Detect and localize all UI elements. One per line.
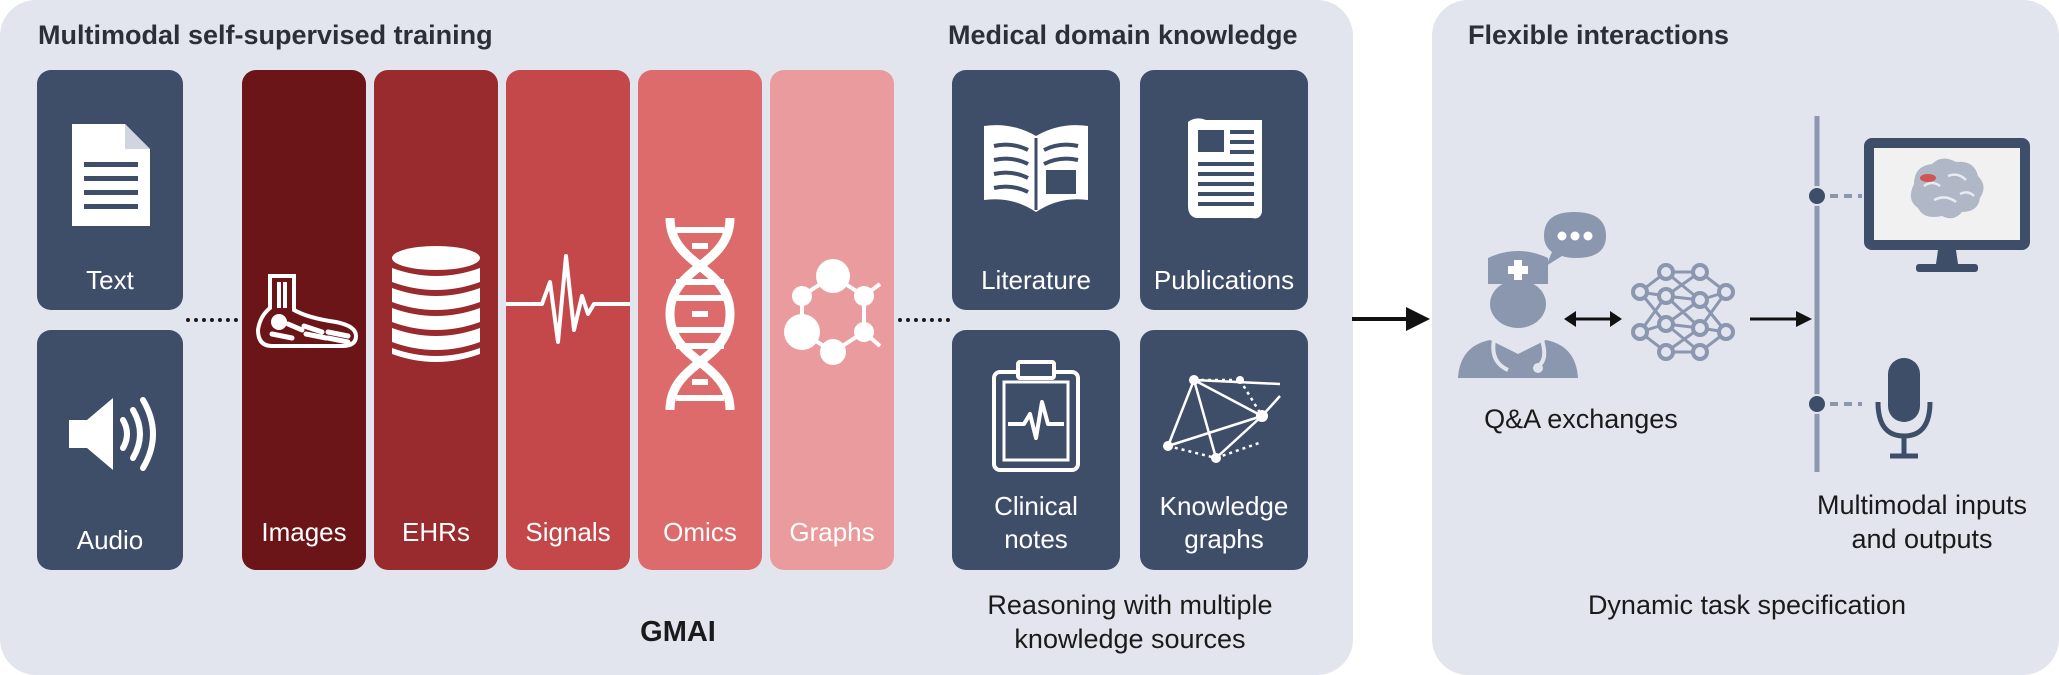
modality-label-audio: Audio [76,525,144,555]
clipboard-icon [992,360,1080,472]
knowledge-graphs-line2: graphs [1184,524,1264,554]
clinical-notes-line2: notes [1004,524,1068,554]
io-label-line1: Multimodal inputs [1816,490,2028,520]
strip-label-signals: Signals [525,517,611,547]
document-icon [72,124,150,226]
multimodal-io-label: Multimodal inputs and outputs [1802,488,2042,556]
knowledge-label-publications: Publications [1153,265,1295,295]
dotted-connector-left [186,318,238,322]
open-book-icon [984,125,1088,212]
gmai-label: GMAI [640,616,716,648]
io-label-line2: and outputs [1851,524,1993,554]
knowledge-card-clinical-notes: Clinical notes [952,330,1120,570]
newspaper-icon [1188,118,1262,219]
clinical-notes-line1: Clinical [994,491,1078,521]
speaker-icon [69,397,156,471]
strip-label-omics: Omics [663,517,737,547]
microphone-icon [1875,358,1933,459]
knowledge-graphs-line1: Knowledge [1159,491,1289,521]
knowledge-card-publications: Publications [1140,70,1308,310]
strip-ehrs: EHRs [374,70,498,570]
modality-card-audio: Audio [37,330,183,570]
knowledge-title: Medical domain knowledge [948,20,1298,50]
interactions-panel [1432,0,2059,675]
strip-label-images: Images [261,517,347,547]
output-arrow-icon [1750,311,1812,327]
knowledge-card-knowledge-graphs: Knowledge graphs [1140,330,1308,570]
knowledge-card-literature: Literature [952,70,1120,310]
modality-card-text: Text [37,70,183,310]
doctor-icon [1458,251,1578,378]
strip-label-graphs: Graphs [789,517,875,547]
knowledge-label-knowledge-graphs: Knowledge graphs [1140,490,1308,556]
dna-icon [665,217,735,411]
strip-label-ehrs: EHRs [402,517,470,547]
io-timeline [1807,116,1862,472]
strip-graphs: Graphs [770,70,894,570]
molecule-graph-icon [784,259,882,365]
dynamic-task-caption: Dynamic task specification [1587,590,1907,620]
dotted-connector-right [898,318,950,322]
main-arrow [1352,307,1430,331]
strip-omics: Omics [638,70,762,570]
neural-network-icon [1631,263,1735,361]
network-icon [1163,375,1281,463]
knowledge-label-clinical-notes: Clinical notes [952,490,1120,556]
foot-xray-icon [255,274,359,348]
monitor-brain-icon [1864,138,2030,272]
knowledge-label-literature: Literature [981,265,1091,295]
bidirectional-arrow-icon [1564,311,1622,327]
knowledge-caption-line1: Reasoning with multiple [987,590,1273,620]
strip-signals: Signals [506,70,630,570]
strip-images: Images [242,70,366,570]
modality-label-text: Text [86,265,134,295]
training-title: Multimodal self-supervised training [38,20,493,50]
qa-exchanges-label: Q&A exchanges [1484,404,1678,434]
knowledge-caption: Reasoning with multiple knowledge source… [952,588,1308,656]
interactions-title: Flexible interactions [1468,20,1730,50]
waveform-icon [506,254,630,344]
knowledge-caption-line2: knowledge sources [1014,624,1246,654]
database-icon [392,246,480,362]
speech-bubble-icon [1544,212,1606,266]
